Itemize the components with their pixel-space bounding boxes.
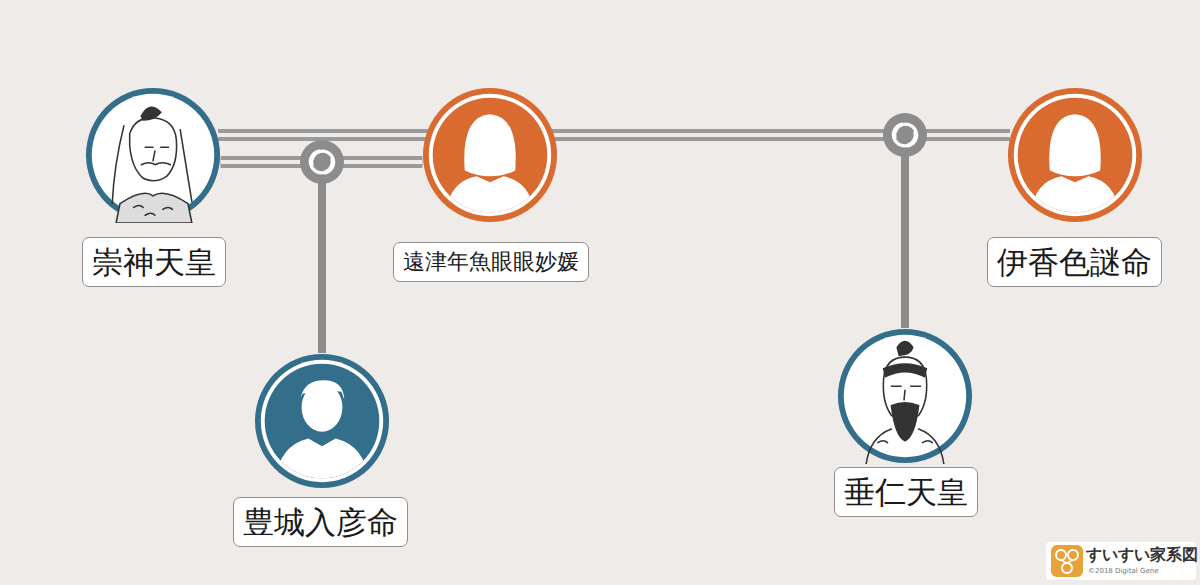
person-portrait — [1007, 87, 1143, 223]
marriage-ring — [883, 113, 927, 157]
person-node: 垂仁天皇 — [834, 328, 978, 518]
avatar-ring — [423, 88, 557, 222]
person-node: 崇神天皇 — [82, 87, 226, 288]
portrait — [866, 342, 944, 464]
person-name: 遠津年魚眼眼妙媛 — [393, 242, 589, 282]
portrait — [112, 107, 192, 223]
avatar-ring — [1008, 88, 1142, 222]
copyright-note: ©2018 Digital Gene — [1088, 567, 1158, 575]
person-portrait — [85, 87, 221, 223]
person-node: 遠津年魚眼眼妙媛 — [393, 87, 589, 282]
avatar-ring — [86, 88, 220, 222]
person-name: 伊香色謎命 — [987, 237, 1162, 288]
descent-line — [905, 135, 1010, 328]
person-name: 崇神天皇 — [82, 237, 226, 288]
app-name: すいすい家系図 — [1086, 545, 1198, 566]
person-name: 垂仁天皇 — [834, 467, 978, 518]
person-portrait — [254, 353, 390, 489]
logo-icon — [1048, 542, 1086, 580]
marriage-ring — [300, 140, 344, 184]
person-node: 豊城入彦命 — [233, 353, 408, 548]
avatar-ring — [838, 329, 972, 463]
portrait — [433, 98, 548, 218]
person-portrait — [837, 328, 973, 464]
descent-line — [221, 162, 322, 353]
portrait — [1018, 98, 1133, 218]
descent-line — [218, 135, 905, 328]
person-node: 伊香色謎命 — [987, 87, 1162, 288]
avatar-gap — [844, 335, 966, 457]
person-name: 豊城入彦命 — [233, 497, 408, 548]
person-portrait — [422, 87, 558, 223]
avatar-ring — [255, 354, 389, 488]
portrait — [265, 364, 380, 484]
